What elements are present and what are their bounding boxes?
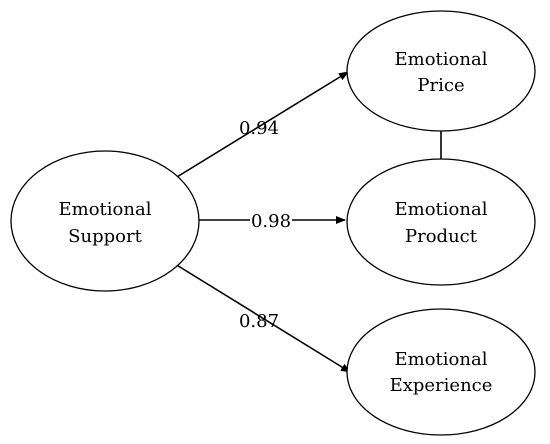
node-product-line1: Emotional [395, 199, 488, 220]
node-support-line1: Emotional [59, 199, 152, 220]
edge-support-to-price [171, 71, 349, 181]
node-experience-line2: Experience [390, 375, 493, 396]
edge-support-to-experience [174, 263, 351, 373]
node-experience-line1: Emotional [395, 349, 488, 370]
node-support-line2: Support [68, 226, 142, 247]
node-price-line1: Emotional [395, 49, 488, 70]
node-price-line2: Price [417, 75, 464, 96]
node-emotional-support: Emotional Support [10, 150, 200, 292]
node-emotional-product: Emotional Product [346, 158, 536, 286]
node-emotional-price: Emotional Price [346, 10, 536, 132]
node-product-line2: Product [405, 226, 478, 247]
edge-label-support-experience: 0.87 [239, 311, 279, 332]
edge-label-support-product: 0.98 [251, 211, 291, 232]
node-emotional-experience: Emotional Experience [346, 308, 536, 436]
edge-label-bg-support-product [250, 208, 292, 232]
edge-label-support-price: 0.94 [239, 118, 279, 139]
